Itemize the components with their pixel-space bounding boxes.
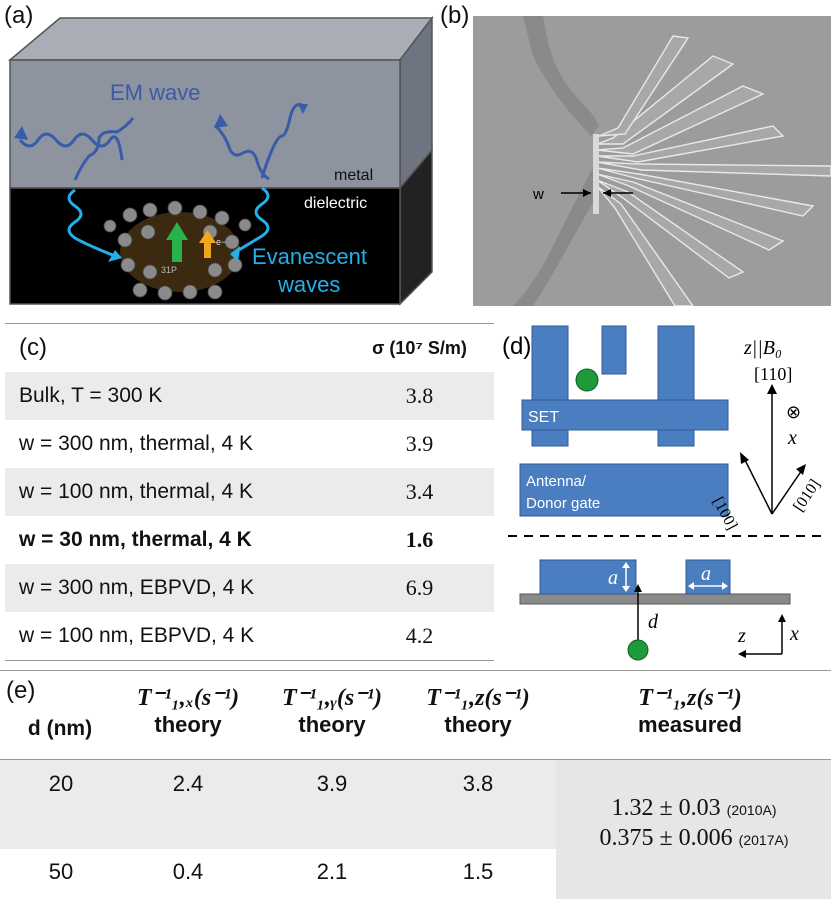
col-d-header: d (nm) bbox=[27, 717, 93, 740]
nuclear-spin-arrow bbox=[172, 235, 182, 262]
into-page-symbol: ⊗ bbox=[786, 402, 801, 423]
z-axis-label: z||B₀ bbox=[743, 337, 782, 359]
measured-value-1: 1.32 ± 0.03 (2010A) bbox=[611, 795, 777, 821]
cell-tz: 1.5 bbox=[462, 859, 494, 884]
donor-atom-side bbox=[627, 639, 649, 661]
evanescent-wave-lines bbox=[67, 186, 270, 258]
a-label-side-1: a bbox=[608, 567, 618, 589]
row-desc: w = 30 nm, thermal, 4 K bbox=[19, 528, 252, 551]
p-label: 31P bbox=[161, 265, 177, 275]
row-desc: w = 100 nm, EBPVD, 4 K bbox=[19, 624, 255, 647]
top-view-electrodes bbox=[519, 325, 729, 517]
antenna-label-2: Donor gate bbox=[526, 495, 600, 512]
row-sigma: 6.9 bbox=[405, 575, 434, 600]
cell-d: 50 bbox=[48, 859, 74, 884]
donor-atom-top bbox=[575, 368, 599, 392]
sigma-header: σ (10⁷ S/m) bbox=[372, 337, 467, 358]
col-tz-header: T⁻¹₁,z(s⁻¹)theory bbox=[426, 685, 530, 737]
row-sigma: 3.9 bbox=[405, 431, 434, 456]
row-desc: w = 300 nm, EBPVD, 4 K bbox=[19, 576, 255, 599]
dir-010-label: [010] bbox=[790, 476, 823, 514]
row-desc: w = 300 nm, thermal, 4 K bbox=[19, 432, 254, 455]
evanescent-label-1: Evanescent bbox=[252, 244, 367, 269]
table-row: w = 300 nm, EBPVD, 4 K 6.9 bbox=[5, 564, 494, 612]
electron-spin-arrow bbox=[204, 240, 211, 258]
panel-label-b: (b) bbox=[440, 2, 470, 29]
gate-electrodes bbox=[596, 35, 831, 306]
set-label: SET bbox=[528, 409, 559, 426]
cell-d: 20 bbox=[48, 771, 74, 796]
x-label-top: x bbox=[787, 427, 797, 449]
table-row: Bulk, T = 300 K 3.8 bbox=[5, 372, 494, 420]
table-row: w = 300 nm, thermal, 4 K 3.9 bbox=[5, 420, 494, 468]
evanescent-label-2: waves bbox=[277, 272, 340, 297]
panel-label-e: (e) bbox=[6, 677, 36, 704]
table-row: w = 100 nm, thermal, 4 K 3.4 bbox=[5, 468, 494, 516]
w-label: w bbox=[532, 186, 544, 203]
x-label-side: x bbox=[789, 623, 799, 645]
panel-label-a: (a) bbox=[4, 2, 34, 29]
device-schematic: (d) a SET Antenna/ Donor gate z||B₀ [110… bbox=[500, 318, 831, 668]
row-desc: Bulk, T = 300 K bbox=[19, 384, 163, 407]
col-ty-header: T⁻¹₁,ᵧ(s⁻¹)theory bbox=[281, 685, 383, 737]
side-electrode-1 bbox=[539, 559, 637, 595]
cell-tx: 0.4 bbox=[172, 859, 204, 884]
sem-micrograph: w bbox=[473, 16, 831, 306]
em-wave-lines bbox=[18, 103, 305, 181]
measured-value-2: 0.375 ± 0.006 (2017A) bbox=[599, 825, 789, 851]
row-sigma: 4.2 bbox=[405, 623, 434, 648]
panel-label-d: (d) bbox=[502, 333, 531, 360]
row-sigma: 3.4 bbox=[405, 479, 434, 504]
a-label-top: a bbox=[578, 333, 588, 355]
z-label-side: z bbox=[737, 625, 746, 647]
dir-110-label: [110] bbox=[754, 364, 792, 384]
a-label-side-2: a bbox=[701, 563, 711, 585]
metal-label: metal bbox=[334, 167, 373, 184]
panel-label-c: (c) bbox=[19, 334, 47, 361]
em-wave-label: EM wave bbox=[110, 80, 200, 105]
row-sigma: 1.6 bbox=[405, 527, 434, 552]
row-desc: w = 100 nm, thermal, 4 K bbox=[19, 480, 254, 503]
table-c-header: (c) σ (10⁷ S/m) bbox=[5, 323, 494, 372]
substrate bbox=[519, 593, 791, 605]
d-label: d bbox=[648, 611, 659, 633]
dielectric-label: dielectric bbox=[304, 195, 367, 212]
conductivity-table: (c) σ (10⁷ S/m) Bulk, T = 300 K 3.8 w = 3… bbox=[5, 323, 494, 661]
table-row: w = 100 nm, EBPVD, 4 K 4.2 bbox=[5, 612, 494, 660]
cell-ty: 2.1 bbox=[316, 859, 348, 884]
device-schematic-svg: (d) a SET Antenna/ Donor gate z||B₀ [110… bbox=[502, 325, 826, 661]
row-sigma: 3.8 bbox=[405, 383, 434, 408]
cell-tz: 3.8 bbox=[462, 771, 494, 796]
cell-tx: 2.4 bbox=[172, 771, 204, 796]
sem-image: w bbox=[473, 16, 831, 306]
table-row: w = 30 nm, thermal, 4 K 1.6 bbox=[5, 516, 494, 564]
e-label: e− bbox=[216, 237, 226, 247]
col-meas-header: T⁻¹₁,z(s⁻¹)measured bbox=[638, 685, 742, 737]
cell-ty: 3.9 bbox=[316, 771, 348, 796]
col-tx-header: T⁻¹₁,ₓ(s⁻¹)theory bbox=[136, 685, 240, 737]
metal-dielectric-illustration: 31P e− EM wave metal dielectric Evanesce… bbox=[7, 15, 434, 306]
panel-a: (a) 31P e− bbox=[0, 0, 440, 310]
antenna-label-1: Antenna/ bbox=[526, 473, 587, 490]
relaxation-table: (e) d (nm) T⁻¹₁,ₓ(s⁻¹)theory T⁻¹₁,ᵧ(s⁻¹)… bbox=[0, 670, 831, 901]
